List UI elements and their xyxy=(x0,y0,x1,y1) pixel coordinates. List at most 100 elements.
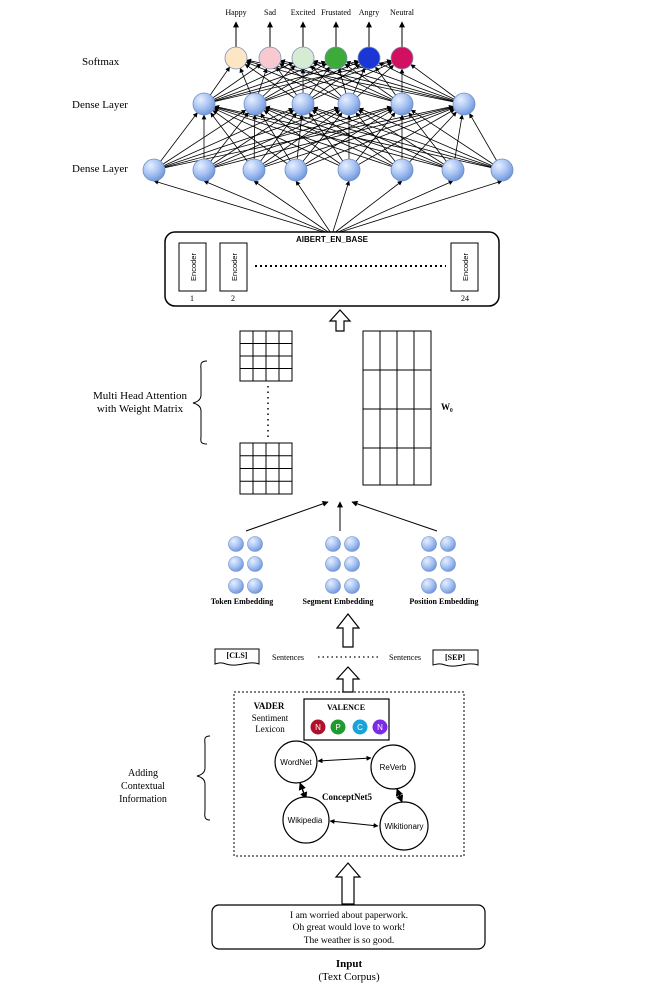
softmax-connection xyxy=(302,62,393,105)
embedding-dot xyxy=(325,556,341,572)
sentences-row: [CLS] Sentences Sentences [SEP] xyxy=(214,648,479,667)
emotion-label-angry: Angry xyxy=(359,8,379,17)
sep-token-shape xyxy=(432,649,479,667)
dense-bottom-node xyxy=(490,158,514,182)
dense-layer-top xyxy=(192,92,476,116)
emotion-label-happy: Happy xyxy=(225,8,246,17)
input-block: I am worried about paperwork. Oh great w… xyxy=(211,904,486,983)
context-dashed-box xyxy=(233,691,465,857)
dense-connection xyxy=(153,106,340,171)
hollow-arrow-to-context xyxy=(334,862,362,905)
embedding-dot xyxy=(421,578,437,594)
edge-wordnet-wikipedia xyxy=(298,782,308,800)
dense-connection xyxy=(153,112,198,171)
reverb-node xyxy=(370,744,416,790)
input-sentence-3: The weather is so good. xyxy=(304,936,395,946)
valence-letter: C xyxy=(357,723,363,732)
dense-bottom-node xyxy=(390,158,414,182)
dense-connection xyxy=(265,105,503,171)
encoder-24-number: 24 xyxy=(461,294,469,303)
albert-to-dense-arrow xyxy=(153,179,324,233)
dense-connection xyxy=(253,112,297,171)
albert-to-dense-arrow xyxy=(253,180,329,233)
embedding-dot xyxy=(247,556,263,572)
sep-token-label: [SEP] xyxy=(445,653,465,662)
embedding-dot xyxy=(247,578,263,594)
reverb-label: ReVerb xyxy=(380,763,407,772)
attention-matrix-bottom xyxy=(239,442,293,495)
dense-connection xyxy=(153,108,294,171)
valence-title: VALENCE xyxy=(327,703,365,712)
position-embedding-label: Position Embedding xyxy=(409,597,478,606)
softmax-connection xyxy=(302,63,361,105)
dense-top-node xyxy=(192,92,216,116)
input-title: Input xyxy=(336,958,363,970)
dense-connection xyxy=(348,109,455,171)
segment-embedding-label: Segment Embedding xyxy=(303,597,374,606)
softmax-connection xyxy=(203,62,294,105)
softmax-label: Softmax xyxy=(82,56,120,68)
weight-matrix-wo xyxy=(362,330,432,486)
embedding-dot xyxy=(228,578,244,594)
valence-dot xyxy=(372,719,388,735)
dense-top-node xyxy=(291,92,315,116)
softmax-connection xyxy=(344,63,403,105)
valence-dot xyxy=(330,719,346,735)
dense-connection xyxy=(295,107,455,171)
cls-token-label: [CLS] xyxy=(227,651,248,660)
embedding-blocks xyxy=(228,536,456,594)
context-block: Adding Contextual Information VADER Sent… xyxy=(119,691,465,857)
dense-connection xyxy=(213,108,350,171)
embedding-dot xyxy=(325,536,341,552)
softmax-node-happy xyxy=(224,46,248,70)
encoder-1-label: Encoder xyxy=(189,253,198,281)
softmax-node-angry xyxy=(357,46,381,70)
embedding-dot xyxy=(325,578,341,594)
embedding-dot xyxy=(440,536,456,552)
dense-bottom-node xyxy=(337,158,361,182)
dense-top-node xyxy=(337,92,361,116)
dense-layer-bottom-label: Dense Layer xyxy=(72,163,128,175)
dense-bottom-node xyxy=(192,158,216,182)
dense-top-node xyxy=(243,92,267,116)
embedding-dot xyxy=(344,578,360,594)
hollow-arrow-to-albert xyxy=(328,309,352,332)
edge-reverb-wiktionary xyxy=(395,788,404,803)
conceptnet-label: ConceptNet5 xyxy=(322,792,372,802)
dense-connection xyxy=(264,108,403,171)
input-sentence-1: I am worried about paperwork. xyxy=(290,911,408,921)
dense-connection xyxy=(210,112,255,171)
dense-connection xyxy=(153,105,392,171)
dense-connection xyxy=(203,108,340,171)
embedding-dot xyxy=(440,578,456,594)
dense-connection xyxy=(253,109,341,171)
dense-connection xyxy=(312,107,454,171)
attention-block: Multi Head Attention with Weight Matrix xyxy=(93,330,453,495)
dense-connection xyxy=(203,106,393,171)
emotion-label-frustated: Frustated xyxy=(321,8,351,17)
hollow-arrow-to-embeddings xyxy=(335,613,361,648)
arrow-position-to-attention xyxy=(351,500,438,532)
softmax-connection xyxy=(203,63,262,105)
albert-to-dense-arrow xyxy=(337,180,454,233)
token-embedding-label: Token Embedding xyxy=(211,597,274,606)
sentences-left-label: Sentences xyxy=(272,653,304,662)
encoder-2-number: 2 xyxy=(231,294,235,303)
context-label-line3: Information xyxy=(119,794,167,805)
wikipedia-node xyxy=(282,796,330,844)
softmax-connection xyxy=(203,59,392,105)
dense-connection xyxy=(203,112,249,171)
dense-connection xyxy=(408,112,454,171)
dense-connection xyxy=(253,106,454,171)
embedding-dot xyxy=(247,536,263,552)
dense-connection xyxy=(203,105,454,171)
dense-connection xyxy=(311,109,403,171)
dense-connection xyxy=(410,109,503,171)
dense-layer-bottom xyxy=(142,158,514,182)
embedding-dot xyxy=(228,556,244,572)
valence-dot xyxy=(310,719,326,735)
cls-token-shape xyxy=(214,648,260,666)
albert-to-dense-arrow xyxy=(332,180,350,233)
dense-connection xyxy=(153,109,247,171)
vader-line3: Lexicon xyxy=(255,724,285,734)
